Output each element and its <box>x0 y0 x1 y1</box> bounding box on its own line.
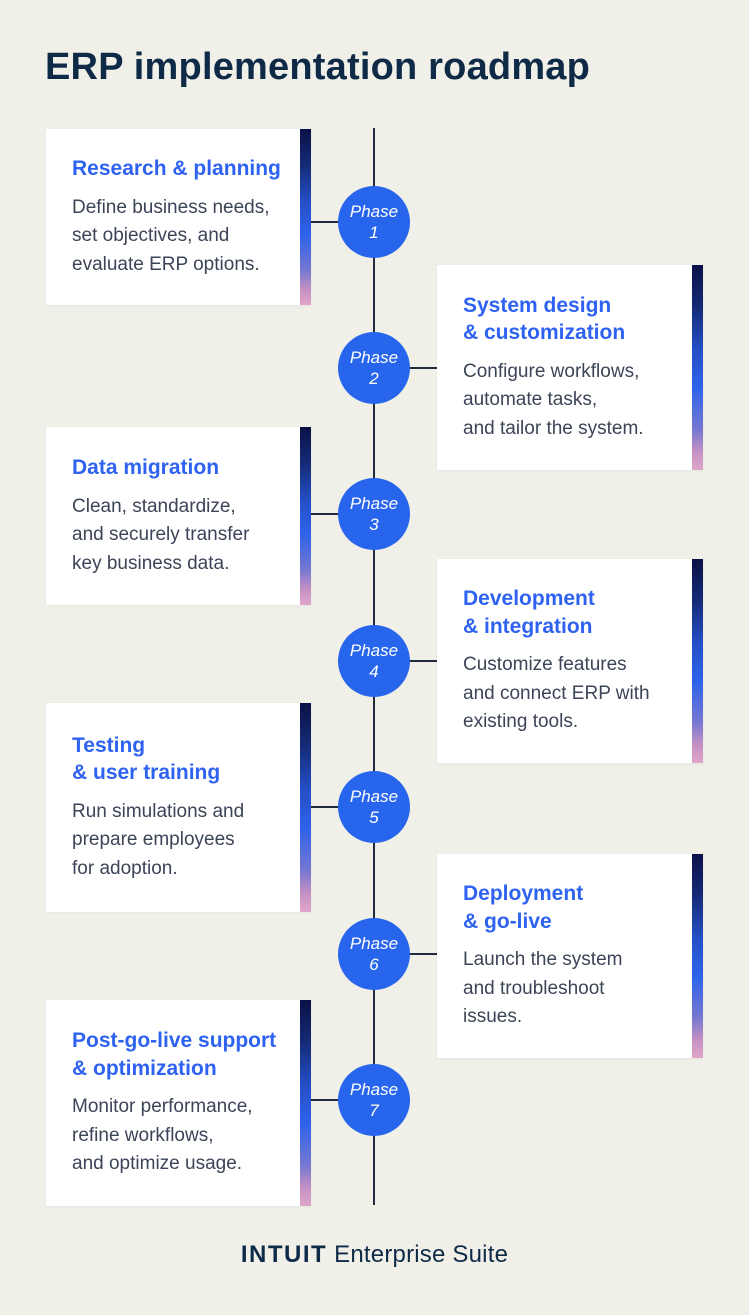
gradient-accent-bar <box>692 559 703 763</box>
phase-2-badge: Phase 2 <box>338 332 410 404</box>
phase-badge-number: 3 <box>369 515 379 534</box>
gradient-accent-bar <box>692 265 703 470</box>
phase-badge-number: 5 <box>369 808 379 827</box>
phase-1-card: Research & planning Define business need… <box>46 129 311 305</box>
gradient-accent-bar <box>300 427 311 605</box>
phase-4-description: Customize features and connect ERP with … <box>463 654 650 733</box>
phase-1-title: Research & planning <box>72 156 281 180</box>
phase-1-description: Define business needs, set objectives, a… <box>72 196 270 275</box>
gradient-accent-bar <box>300 129 311 305</box>
phase-badge-number: 4 <box>369 662 379 681</box>
phase-5-card: Testing & user training Run simulations … <box>46 703 311 912</box>
phase-badge-number: 2 <box>369 369 379 388</box>
phase-4-badge: Phase 4 <box>338 625 410 697</box>
phase-4-card: Development & integration Customize feat… <box>437 559 703 763</box>
phase-7-badge: Phase 7 <box>338 1064 410 1136</box>
connector-phase-7 <box>300 1099 374 1101</box>
phase-badge-number: 6 <box>369 955 379 974</box>
phase-3-description: Clean, standardize, and securely transfe… <box>72 495 250 574</box>
phase-badge-label: Phase <box>349 640 399 660</box>
phase-badge-label: Phase <box>349 933 399 953</box>
phase-6-title: Deployment & go-live <box>463 882 584 933</box>
connector-phase-1 <box>300 221 374 223</box>
phase-3-card: Data migration Clean, standardize, and s… <box>46 427 311 605</box>
phase-7-card: Post-go-live support & optimization Moni… <box>46 1000 311 1206</box>
phase-5-badge: Phase 5 <box>338 771 410 843</box>
phase-1-badge: Phase 1 <box>338 186 410 258</box>
phase-7-title: Post-go-live support & optimization <box>72 1029 277 1080</box>
gradient-accent-bar <box>300 703 311 912</box>
phase-7-description: Monitor performance, refine workflows, a… <box>72 1096 253 1175</box>
phase-6-description: Launch the system and troubleshoot issue… <box>463 949 623 1028</box>
phase-badge-label: Phase <box>349 493 399 513</box>
phase-6-badge: Phase 6 <box>338 918 410 990</box>
gradient-accent-bar <box>300 1000 311 1206</box>
phase-badge-label: Phase <box>349 1079 399 1099</box>
phase-4-title: Development & integration <box>463 587 595 638</box>
phase-5-title: Testing & user training <box>72 733 221 785</box>
phase-5-description: Run simulations and prepare employees fo… <box>72 800 245 879</box>
connector-phase-3 <box>300 513 374 515</box>
phase-badge-number: 7 <box>369 1101 379 1120</box>
phase-badge-label: Phase <box>349 201 399 221</box>
phase-badge-label: Phase <box>349 786 399 806</box>
connector-phase-5 <box>300 806 374 808</box>
phase-2-card: System design & customization Configure … <box>437 265 703 470</box>
phase-6-card: Deployment & go-live Launch the system a… <box>437 854 703 1058</box>
phase-badge-number: 1 <box>369 223 379 242</box>
gradient-accent-bar <box>692 854 703 1058</box>
phase-2-description: Configure workflows, automate tasks, and… <box>463 360 644 439</box>
page-title: ERP implementation roadmap <box>45 46 591 88</box>
product-name: Enterprise Suite <box>334 1241 509 1268</box>
phase-3-badge: Phase 3 <box>338 478 410 550</box>
phase-2-title: System design & customization <box>463 293 626 345</box>
intuit-wordmark: INTUIT <box>240 1241 328 1268</box>
phase-badge-label: Phase <box>349 347 399 367</box>
phase-3-title: Data migration <box>72 455 220 479</box>
